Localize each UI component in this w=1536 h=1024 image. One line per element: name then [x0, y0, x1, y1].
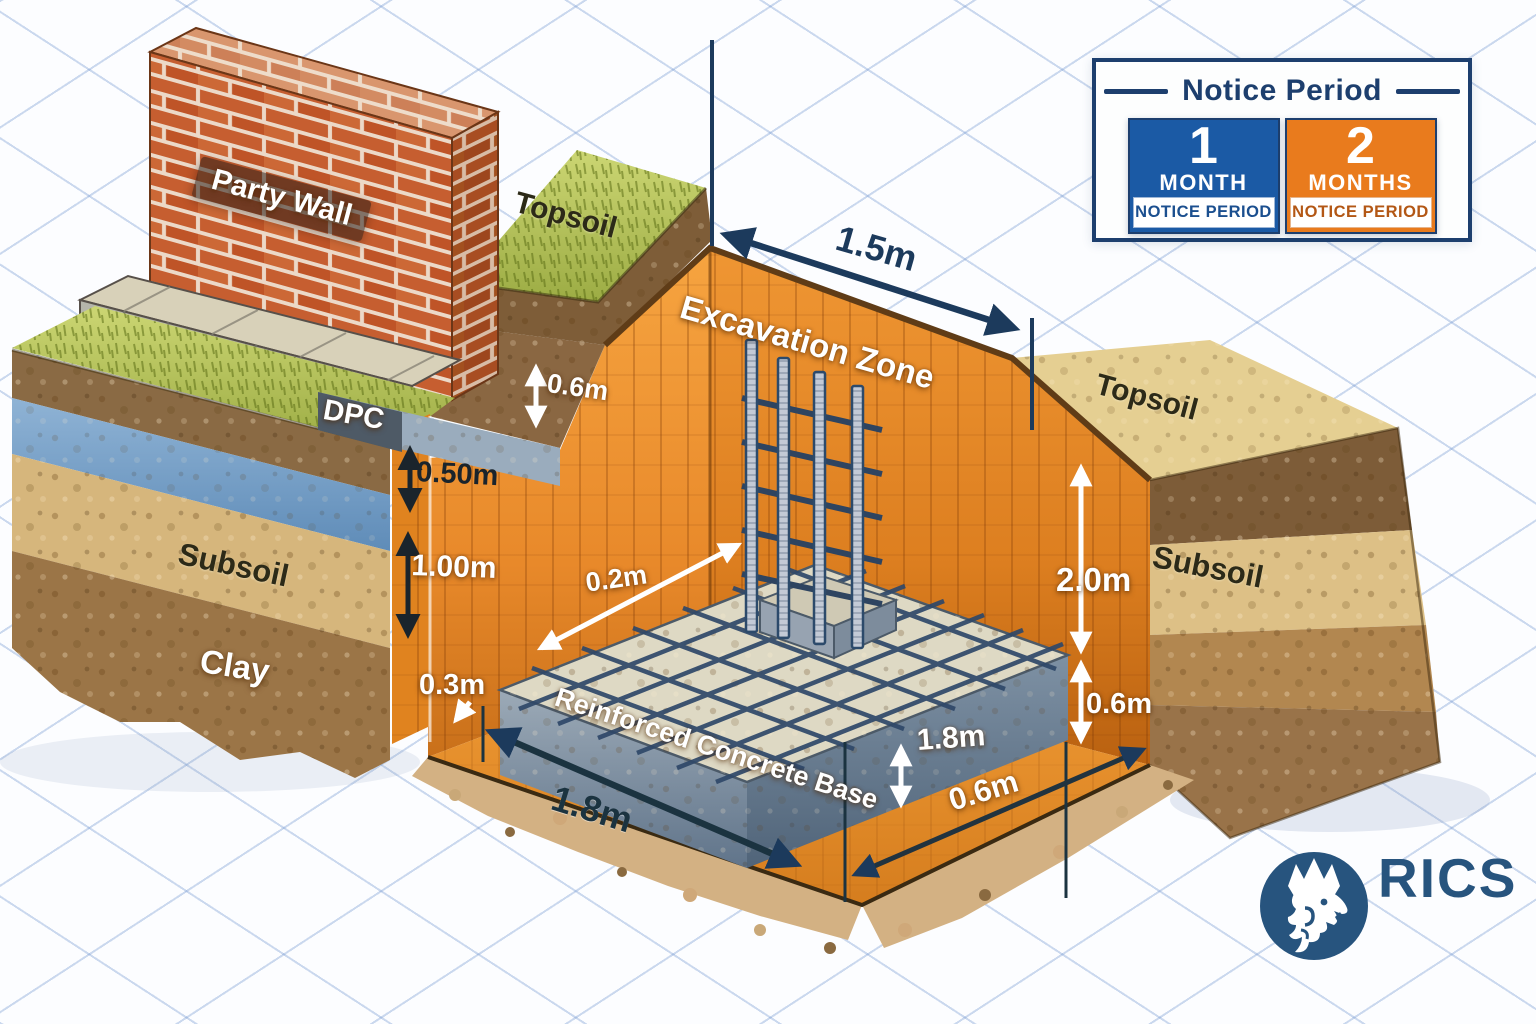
rics-wordmark: RICS — [1378, 847, 1518, 909]
dim-1-5m-arrow — [719, 227, 1021, 336]
notice-card-one-unit: MONTH — [1159, 170, 1248, 196]
legend-title-row: Notice Period — [1096, 74, 1468, 108]
dim-1-8m-face-label: 1.8m — [915, 719, 987, 757]
rics-lion-icon — [1260, 852, 1368, 960]
notice-card-one-caption: NOTICE PERIOD — [1132, 197, 1275, 229]
notice-card-two-value: 2 — [1346, 117, 1375, 175]
dim-0-50m-label: 0.50m — [415, 456, 500, 493]
rebar-cage — [741, 338, 883, 650]
dim-1-8m-bottom-arrow — [484, 727, 803, 869]
left-soil-block — [11, 306, 455, 778]
notice-period-legend: Notice Period 1 MONTH NOTICE PERIOD 2 MO… — [1092, 58, 1472, 242]
legend-dash-left — [1104, 88, 1169, 94]
foundation-strip — [318, 392, 560, 486]
dim-0-6m-right-label: 0.6m — [1086, 688, 1153, 720]
legend-dash-right — [1395, 88, 1460, 94]
party-wall-side — [451, 110, 499, 402]
notice-card-two-unit: MONTHS — [1308, 170, 1413, 196]
notice-card-one-value: 1 — [1189, 117, 1218, 175]
left-topsoil-block — [461, 150, 712, 345]
dim-2-0m-label: 2.0m — [1056, 561, 1132, 598]
dim-0-2m-arrow — [536, 542, 743, 651]
dim-1-00m-label: 1.00m — [410, 549, 498, 585]
dpc-face — [318, 392, 402, 452]
dim-0-3m-label: 0.3m — [419, 669, 486, 701]
dim-0-6m-floor-arrow — [851, 746, 1147, 878]
notice-card-two-caption: NOTICE PERIOD — [1289, 197, 1432, 229]
legend-title: Notice Period — [1182, 74, 1382, 107]
rics-brand: RICS — [1256, 846, 1517, 910]
right-soil-block — [1012, 340, 1442, 840]
dim-0-3m-arrow — [453, 698, 477, 724]
dimension-lines — [395, 40, 1147, 902]
notice-card-one-month: 1 MONTH NOTICE PERIOD — [1127, 117, 1280, 234]
notice-card-two-months: 2 MONTHS NOTICE PERIOD — [1284, 117, 1437, 234]
